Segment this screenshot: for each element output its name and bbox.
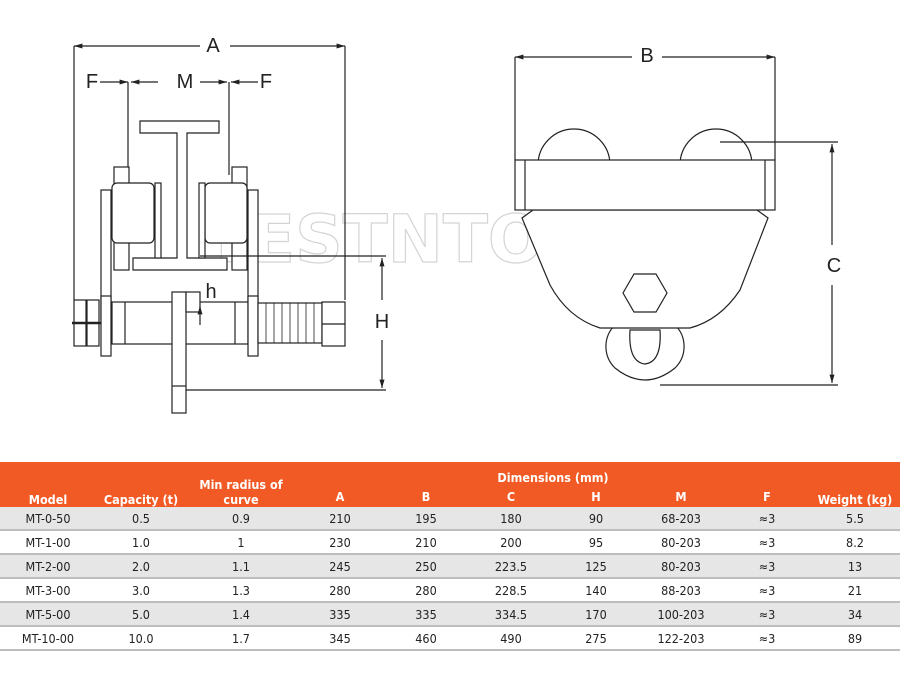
cell-weight: 89 bbox=[810, 626, 900, 651]
cell-c: 334.5 bbox=[468, 602, 554, 627]
cell-a: 335 bbox=[296, 602, 384, 627]
cell-a: 245 bbox=[296, 554, 384, 579]
cell-a: 280 bbox=[296, 578, 384, 603]
cell-b: 195 bbox=[384, 507, 468, 531]
header-dim-H: H bbox=[554, 485, 638, 507]
cell-a: 230 bbox=[296, 530, 384, 555]
cell-min-radius: 1.4 bbox=[186, 602, 296, 627]
header-dim-C: C bbox=[468, 485, 554, 507]
cell-h: 140 bbox=[554, 578, 638, 603]
cell-weight: 13 bbox=[810, 554, 900, 579]
header-dimensions: Dimensions (mm) bbox=[296, 462, 810, 485]
cell-min-radius: 1.7 bbox=[186, 626, 296, 651]
cell-weight: 34 bbox=[810, 602, 900, 627]
cell-min-radius: 0.9 bbox=[186, 507, 296, 531]
cell-c: 200 bbox=[468, 530, 554, 555]
cell-m: 100-203 bbox=[638, 602, 724, 627]
cell-f: ≈3 bbox=[724, 626, 810, 651]
cell-f: ≈3 bbox=[724, 530, 810, 555]
cell-h: 125 bbox=[554, 554, 638, 579]
cell-f: ≈3 bbox=[724, 507, 810, 531]
cell-capacity: 1.0 bbox=[96, 530, 186, 555]
cell-capacity: 5.0 bbox=[96, 602, 186, 627]
cell-m: 88-203 bbox=[638, 578, 724, 603]
cell-c: 490 bbox=[468, 626, 554, 651]
dim-label-C: C bbox=[827, 255, 841, 277]
dim-label-h: h bbox=[205, 281, 216, 303]
dim-label-H: H bbox=[375, 311, 389, 333]
header-model: Model bbox=[0, 462, 96, 507]
cell-capacity: 10.0 bbox=[96, 626, 186, 651]
cell-min-radius: 1.1 bbox=[186, 554, 296, 579]
cell-capacity: 3.0 bbox=[96, 578, 186, 603]
cell-b: 250 bbox=[384, 554, 468, 579]
cell-min-radius: 1 bbox=[186, 530, 296, 555]
cell-weight: 5.5 bbox=[810, 507, 900, 531]
header-dim-M: M bbox=[638, 485, 724, 507]
cell-m: 80-203 bbox=[638, 554, 724, 579]
cell-m: 68-203 bbox=[638, 507, 724, 531]
cell-min-radius: 1.3 bbox=[186, 578, 296, 603]
cell-weight: 21 bbox=[810, 578, 900, 603]
header-dim-F: F bbox=[724, 485, 810, 507]
header-weight: Weight (kg) bbox=[810, 462, 900, 507]
cell-f: ≈3 bbox=[724, 578, 810, 603]
header-min-radius: Min radius of curve bbox=[186, 462, 296, 507]
cell-b: 210 bbox=[384, 530, 468, 555]
cell-c: 228.5 bbox=[468, 578, 554, 603]
side-view bbox=[514, 54, 838, 386]
cell-h: 90 bbox=[554, 507, 638, 531]
cell-capacity: 0.5 bbox=[96, 507, 186, 531]
header-dim-B: B bbox=[384, 485, 468, 507]
front-view bbox=[72, 43, 386, 414]
cell-m: 122-203 bbox=[638, 626, 724, 651]
cell-b: 280 bbox=[384, 578, 468, 603]
cell-h: 170 bbox=[554, 602, 638, 627]
cell-capacity: 2.0 bbox=[96, 554, 186, 579]
cell-m: 80-203 bbox=[638, 530, 724, 555]
header-dim-A: A bbox=[296, 485, 384, 507]
cell-model: MT-3-00 bbox=[0, 578, 96, 603]
dim-label-B: B bbox=[640, 45, 653, 67]
dim-label-F-left: F bbox=[86, 71, 98, 93]
cell-a: 345 bbox=[296, 626, 384, 651]
cell-h: 95 bbox=[554, 530, 638, 555]
cell-h: 275 bbox=[554, 626, 638, 651]
cell-b: 335 bbox=[384, 602, 468, 627]
cell-c: 180 bbox=[468, 507, 554, 531]
cell-c: 223.5 bbox=[468, 554, 554, 579]
cell-model: MT-2-00 bbox=[0, 554, 96, 579]
dim-label-M: M bbox=[177, 71, 194, 93]
cell-model: MT-5-00 bbox=[0, 602, 96, 627]
cell-a: 210 bbox=[296, 507, 384, 531]
cell-f: ≈3 bbox=[724, 602, 810, 627]
cell-f: ≈3 bbox=[724, 554, 810, 579]
cell-weight: 8.2 bbox=[810, 530, 900, 555]
cell-model: MT-1-00 bbox=[0, 530, 96, 555]
cell-model: MT-10-00 bbox=[0, 626, 96, 651]
header-capacity: Capacity (t) bbox=[96, 462, 186, 507]
trolley-dimension-diagram: TESTNTOOLS bbox=[72, 35, 841, 414]
specification-table: Model Capacity (t) Min radius of curve D… bbox=[0, 462, 900, 651]
cell-b: 460 bbox=[384, 626, 468, 651]
cell-model: MT-0-50 bbox=[0, 507, 96, 531]
dim-label-A: A bbox=[206, 35, 220, 57]
dim-label-F-right: F bbox=[260, 71, 272, 93]
